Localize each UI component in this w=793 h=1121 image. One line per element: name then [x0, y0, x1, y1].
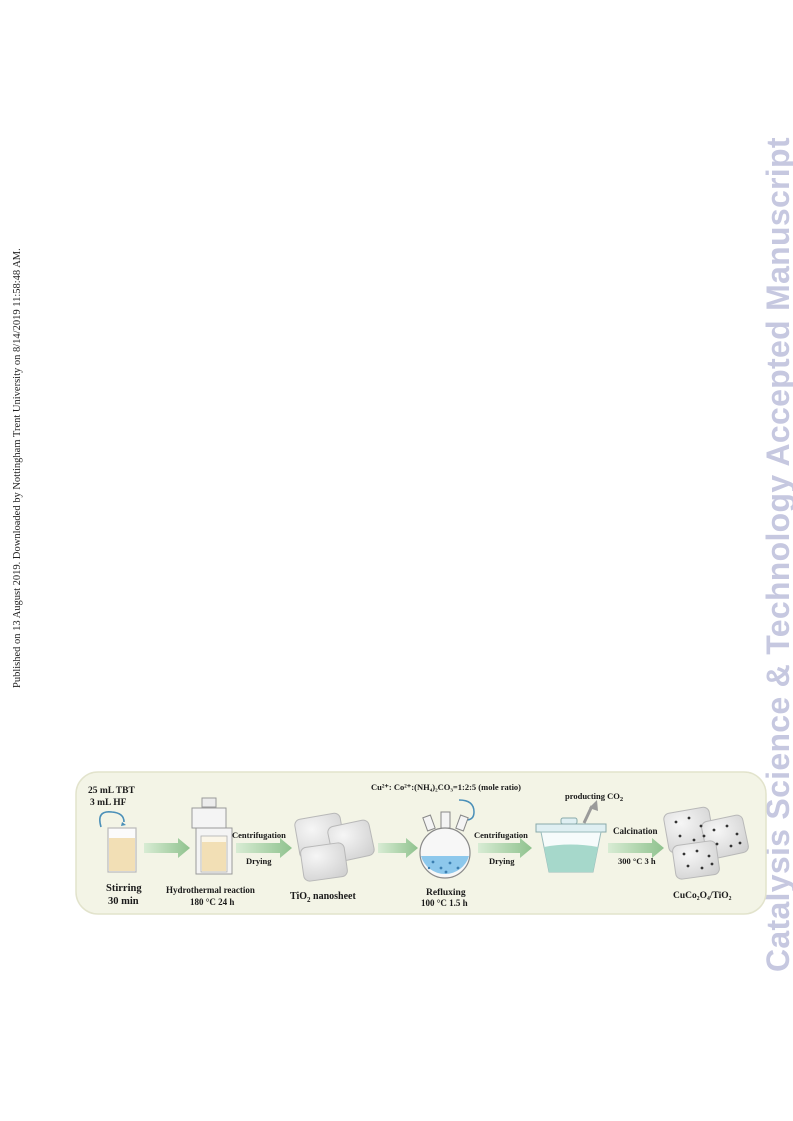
hydrothermal-label: Hydrothermal reaction	[166, 885, 255, 895]
product-label: CuCo₂O₄/TiO₂	[673, 891, 732, 901]
hydrothermal-condition-label: 180 °C 24 h	[190, 897, 234, 907]
arrow-3	[378, 838, 418, 858]
reagent-ratio-label: Cu²⁺: Co²⁺:(NH₄)₂CO₃=1:2:5 (mole ratio)	[371, 782, 521, 792]
arrow-1	[144, 838, 190, 858]
nanosheet-icon	[294, 812, 375, 882]
centrifugation-label-1: Centrifugation	[232, 830, 286, 840]
stirring-label: Stirring	[106, 883, 142, 894]
refluxing-label: Refluxing	[426, 888, 466, 898]
composite-nanosheet-icon	[663, 806, 749, 880]
stirring-time-label: 30 min	[108, 896, 139, 907]
drying-label-1: Drying	[246, 856, 272, 866]
centrifugation-label-2: Centrifugation	[474, 830, 528, 840]
crucible-icon	[535, 800, 607, 873]
arrow-2	[236, 838, 292, 858]
calcination-condition-label: 300 °C 3 h	[618, 856, 656, 866]
round-flask-icon	[419, 811, 471, 879]
tio2-nanosheet-label: TiO2 nanosheet	[290, 891, 357, 904]
drying-label-2: Drying	[489, 856, 515, 866]
tbt-label: 25 mL TBT	[88, 786, 135, 796]
co2-release-label: producting CO2	[565, 791, 623, 803]
calcination-label: Calcination	[613, 826, 658, 836]
autoclave-icon	[191, 797, 233, 875]
refluxing-condition-label: 100 °C 1.5 h	[421, 898, 468, 908]
beaker-icon	[99, 810, 137, 873]
arrow-4	[478, 838, 532, 858]
hf-label: 3 mL HF	[90, 798, 127, 808]
arrow-5	[608, 838, 664, 858]
